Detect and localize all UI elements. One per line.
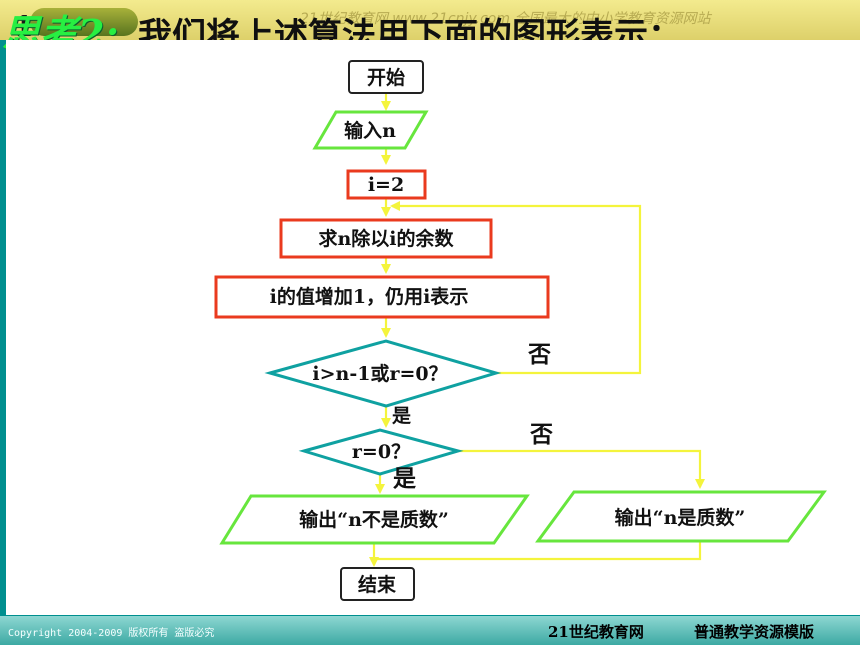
start-label: 开始 (367, 66, 405, 89)
slide-number-mark: 1 (14, 10, 34, 43)
init-process-box (346, 169, 427, 200)
increment-process-box (214, 275, 550, 319)
copyright-text: Copyright 2004-2009 版权所有 盗版必究 (8, 628, 215, 639)
start-terminal (348, 60, 424, 94)
output-not-prime-label: 输出“n不是质数” (299, 508, 449, 531)
watermark-text: 21世纪教育网 www.21cnjy.com 全国最大的中小学教育资源网站 (300, 11, 711, 27)
condition2-no-label: 否 (529, 421, 553, 448)
output-prime-label: 输出“n是质数” (615, 506, 746, 529)
template-name-text: 普通教学资源模版 (694, 623, 815, 641)
increment-label: i的值增加1，仍用i表示 (270, 285, 469, 308)
remainder-process-box (279, 218, 493, 259)
input-parallelogram (312, 110, 429, 150)
input-label: 输入n (344, 119, 396, 142)
output-not-prime-parallelogram (219, 494, 530, 545)
condition1-decision (264, 339, 502, 408)
site-logo (30, 8, 138, 36)
remainder-label: 求n除以i的余数 (318, 227, 454, 250)
end-terminal (340, 567, 415, 601)
condition1-label: i>n-1或r=0？ (312, 362, 447, 385)
init-label: i=2 (368, 174, 404, 196)
connector-loop-back (390, 201, 642, 375)
condition2-yes-label: 是 (393, 465, 416, 492)
footer-bar: Copyright 2004-2009 版权所有 盗版必究 21世纪教育网 普通… (0, 616, 860, 645)
output-prime-parallelogram (535, 490, 827, 543)
condition1-no-label: 否 (527, 341, 551, 368)
end-label: 结束 (358, 573, 397, 596)
condition2-decision (298, 428, 464, 476)
condition1-yes-label: 是 (392, 405, 411, 427)
condition2-label: r=0？ (352, 441, 410, 463)
connector-condition2-prime (458, 449, 705, 489)
site-name-text: 21世纪教育网 (548, 623, 644, 641)
connector-prime-merge (374, 541, 702, 561)
